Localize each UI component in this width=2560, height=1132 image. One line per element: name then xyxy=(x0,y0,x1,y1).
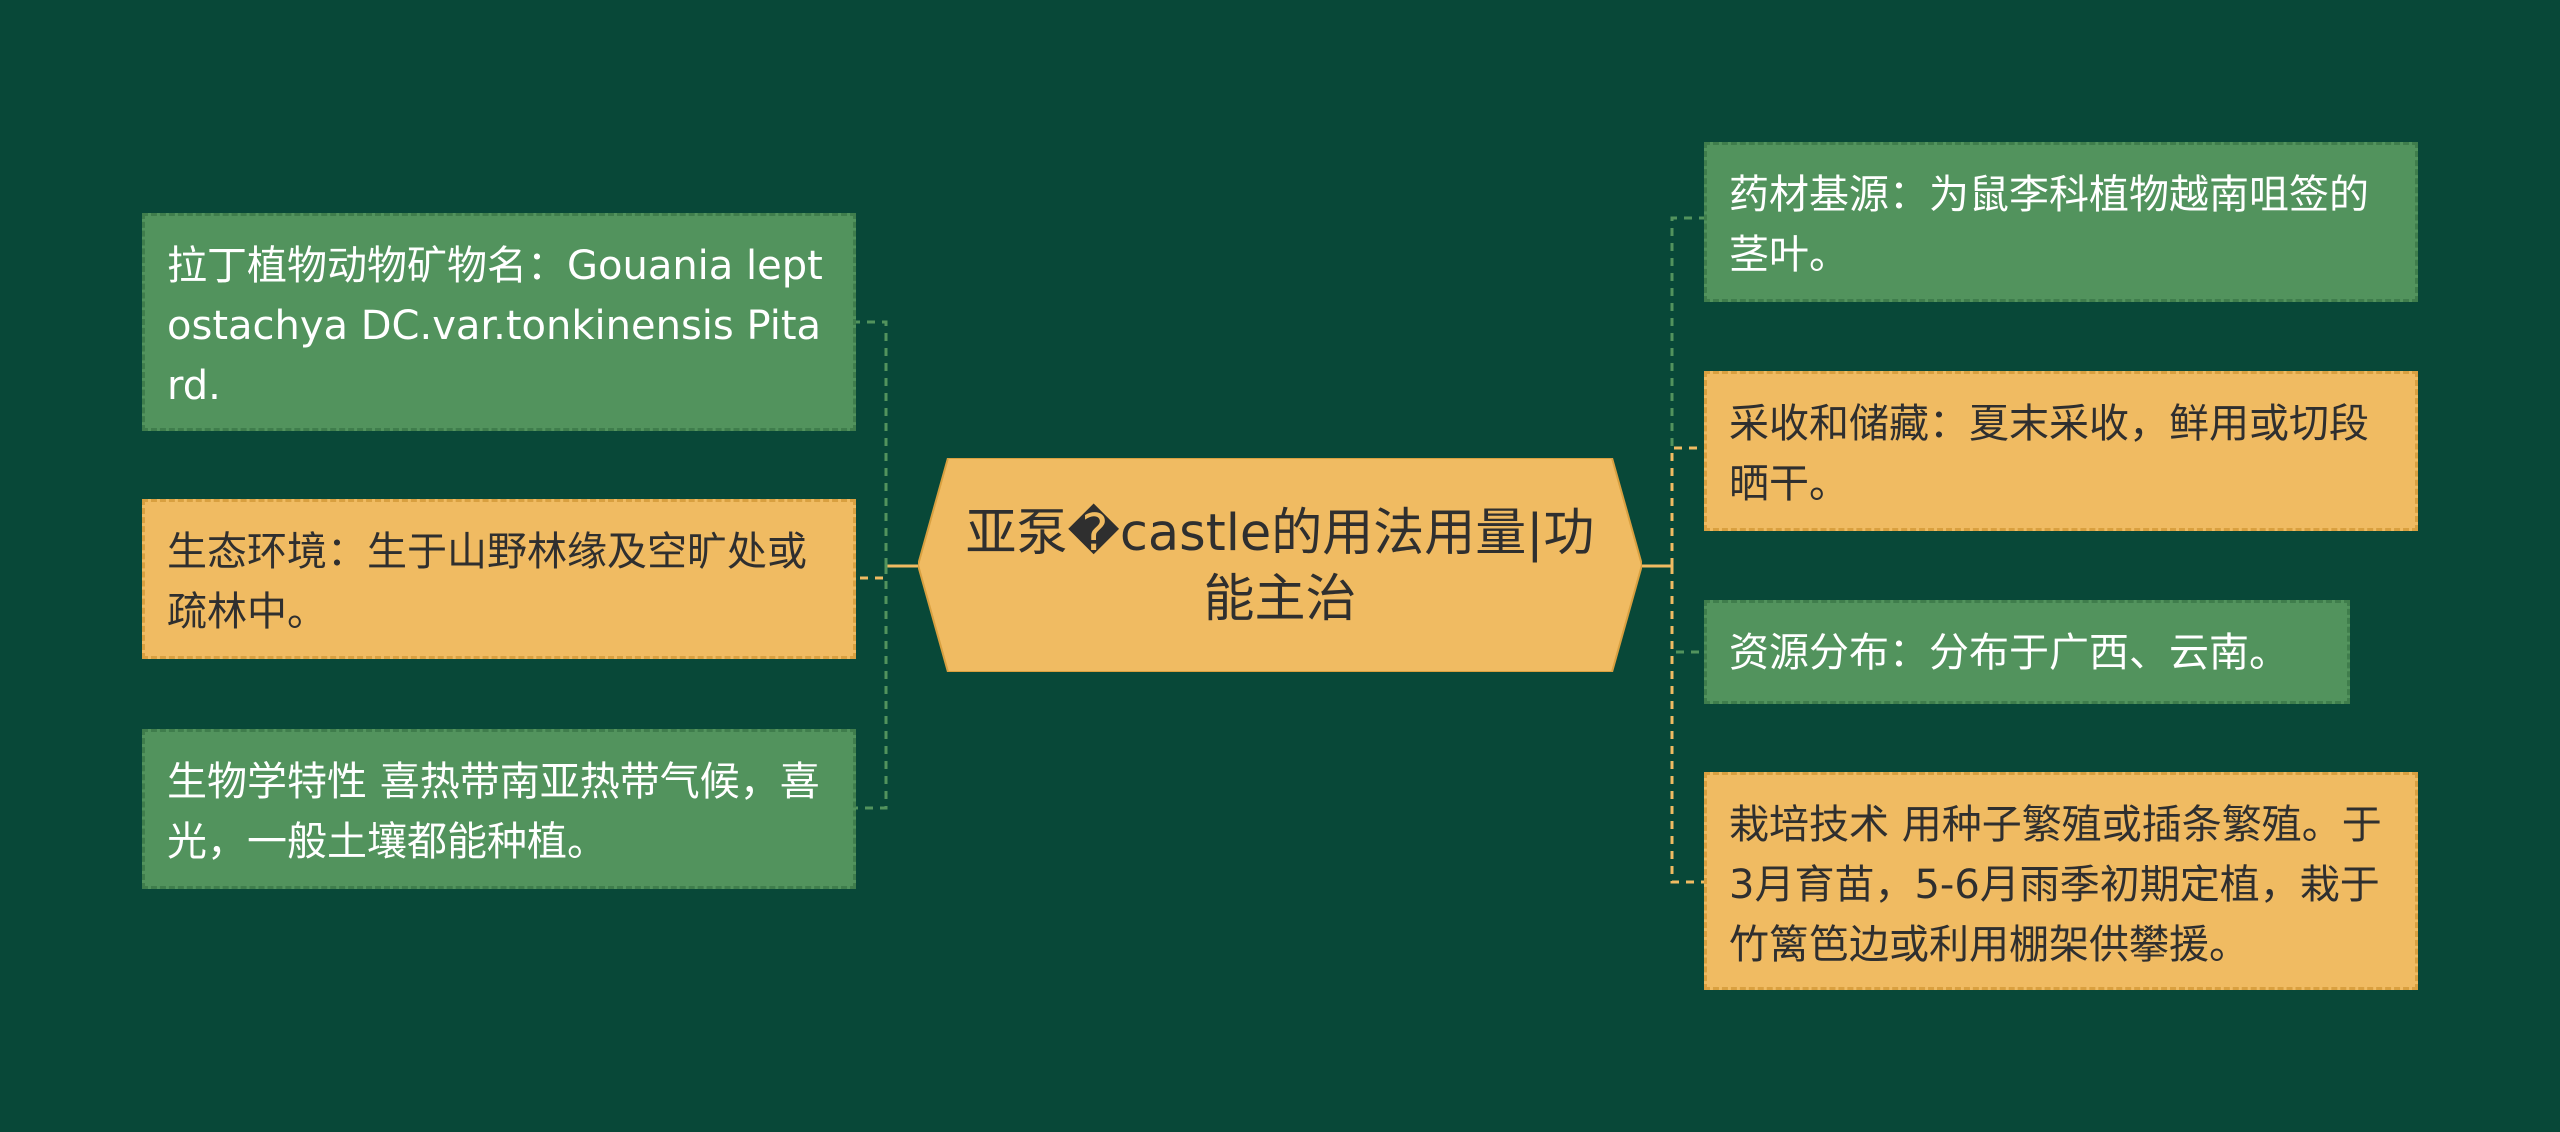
center-topic[interactable]: 亚泵�castle的用法用量|功能主治 xyxy=(918,458,1642,672)
connector-right-4 xyxy=(1670,566,1704,884)
topic-source[interactable]: 药材基源：为鼠李科植物越南咀签的茎叶。 xyxy=(1704,142,2418,302)
topic-harvest-storage-text: 采收和储藏：夏末采收，鲜用或切段晒干。 xyxy=(1729,401,2369,507)
topic-distribution[interactable]: 资源分布：分布于广西、云南。 xyxy=(1704,600,2350,704)
topic-biological-traits[interactable]: 生物学特性 喜热带南亚热带气候，喜光，一般土壤都能种植。 xyxy=(142,729,856,889)
topic-distribution-text: 资源分布：分布于广西、云南。 xyxy=(1729,630,2289,676)
topic-harvest-storage[interactable]: 采收和储藏：夏末采收，鲜用或切段晒干。 xyxy=(1704,371,2418,531)
topic-latin-name[interactable]: 拉丁植物动物矿物名：Gouania leptostachya DC.var.to… xyxy=(142,213,856,431)
topic-cultivation[interactable]: 栽培技术 用种子繁殖或插条繁殖。于3月育苗，5-6月雨季初期定植，栽于竹篱笆边或… xyxy=(1704,772,2418,990)
connector-right-2 xyxy=(1670,446,1704,566)
connector-left-1 xyxy=(856,320,888,566)
connector-left-2 xyxy=(856,566,888,580)
topic-source-text: 药材基源：为鼠李科植物越南咀签的茎叶。 xyxy=(1729,172,2369,278)
topic-habitat[interactable]: 生态环境：生于山野林缘及空旷处或疏林中。 xyxy=(142,499,856,659)
topic-habitat-text: 生态环境：生于山野林缘及空旷处或疏林中。 xyxy=(167,529,807,635)
center-topic-title: 亚泵�castle的用法用量|功能主治 xyxy=(965,504,1595,629)
connector-right-3 xyxy=(1670,566,1704,654)
connector-right-1 xyxy=(1670,216,1704,566)
topic-biological-traits-text: 生物学特性 喜热带南亚热带气候，喜光，一般土壤都能种植。 xyxy=(167,759,820,865)
center-topic-shape xyxy=(918,458,1642,672)
topic-latin-name-text: 拉丁植物动物矿物名：Gouania leptostachya DC.var.to… xyxy=(167,243,823,409)
connector-left-3 xyxy=(856,566,888,810)
topic-cultivation-text: 栽培技术 用种子繁殖或插条繁殖。于3月育苗，5-6月雨季初期定植，栽于竹篱笆边或… xyxy=(1729,802,2382,968)
